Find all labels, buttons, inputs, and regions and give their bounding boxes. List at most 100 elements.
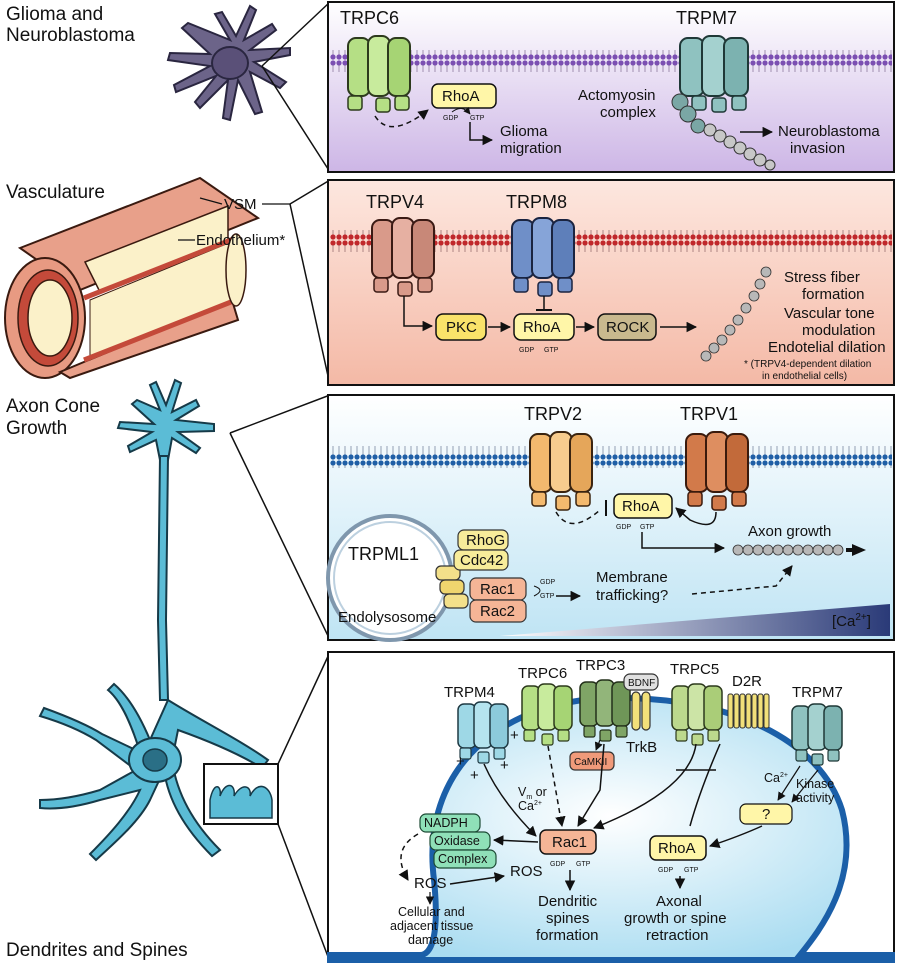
kinase-2: activity	[796, 791, 835, 805]
neuron-illustration	[38, 378, 270, 862]
ros-1: ROS	[414, 875, 447, 892]
vasc-title: Vasculature	[6, 182, 105, 203]
vasc-rhoa: RhoA	[523, 319, 561, 336]
endolysosome-label: Endolysosome	[338, 609, 436, 626]
axon-title-2: Growth	[6, 418, 67, 439]
cdc42-box	[453, 549, 509, 571]
nadph-3: Complex	[438, 852, 488, 866]
d2r-receptor	[727, 693, 770, 729]
vasc-footnote-2: in endothelial cells)	[762, 371, 847, 382]
vm-label: Vm or	[518, 785, 547, 801]
dend-rac1: Rac1	[552, 834, 587, 851]
trpv4-label: TRPV4	[366, 192, 424, 212]
axonal-2: growth or spine	[624, 910, 727, 927]
vasc-outcome-4: modulation	[802, 322, 875, 339]
glioma-gtp: GTP	[470, 115, 485, 122]
axon-title-1: Axon Cone	[6, 396, 100, 417]
glioma-title-1: Glioma and	[6, 4, 103, 25]
dend-rac1-gtp: GTP	[576, 861, 591, 868]
axon-growth-arrowhead	[852, 544, 866, 556]
axon-rac1: Rac1	[480, 581, 515, 598]
endothelium-label: Endothelium*	[196, 232, 285, 249]
calcium-gradient	[500, 604, 890, 636]
vasc-outcome-2: formation	[802, 286, 865, 303]
pkc-label: PKC	[446, 319, 477, 336]
trpv1-channel	[685, 431, 749, 511]
plus-4: +	[510, 727, 519, 744]
dend-rhoa: RhoA	[658, 840, 696, 857]
dend-rhoa-box	[649, 835, 707, 861]
bdnf-label: BDNF	[628, 678, 655, 689]
vasc-outcome-5: Endotelial dilation	[768, 339, 886, 356]
trkb-receptor	[631, 691, 641, 731]
axon-gdp: GDP	[616, 524, 632, 531]
spine-membrane	[327, 694, 895, 963]
plus-1: +	[456, 753, 465, 770]
nadph-box-3	[433, 849, 497, 869]
spines-3: formation	[536, 927, 599, 944]
trpm7-channel	[679, 35, 749, 113]
trpm4-label: TRPM4	[444, 684, 495, 701]
membrane-trafficking-2: trafficking?	[596, 587, 668, 604]
dendrites-title: Dendrites and Spines	[6, 940, 188, 961]
dend-trpm7-label: TRPM7	[792, 684, 843, 701]
trpc6-label: TRPC6	[340, 8, 399, 28]
neuroblastoma-2: invasion	[790, 140, 845, 157]
dend-rhoa-gdp: GDP	[658, 867, 674, 874]
axonal-3: retraction	[646, 927, 709, 944]
axon-growth-label: Axon growth	[748, 523, 831, 540]
axon-rhoa: RhoA	[622, 498, 660, 515]
trpml1-channel	[435, 565, 469, 609]
glioma-membrane	[330, 50, 892, 72]
trpc6-to-rhoa-arrow	[374, 109, 429, 128]
trpc5-label: TRPC5	[670, 661, 719, 678]
trpc3-label: TRPC3	[576, 657, 625, 674]
glioma-migration-2: migration	[500, 140, 562, 157]
dend-trpm7-channel	[791, 703, 843, 766]
camkii-label: CaMKII	[574, 757, 607, 768]
trpm7-label: TRPM7	[676, 8, 737, 28]
axon-gtp: GTP	[640, 524, 655, 531]
glioma-title-2: Neuroblastoma	[6, 25, 135, 46]
nadph-2: Oxidase	[434, 834, 480, 848]
dend-rhoa-gtp: GTP	[684, 867, 699, 874]
glioma-zoom-line-2	[261, 65, 331, 173]
rock-label: ROCK	[606, 319, 649, 336]
vasc-rhoa-box	[513, 313, 575, 341]
damage-3: damage	[408, 933, 453, 947]
unknown-label: ?	[762, 806, 770, 823]
unknown-box	[739, 803, 793, 825]
membrane-trafficking-1: Membrane	[596, 569, 668, 586]
dend-ca-label: Ca2+	[764, 771, 788, 785]
glioma-panel	[327, 1, 895, 173]
vasc-outcome-1: Stress fiber	[784, 269, 860, 286]
vasc-outcome-3: Vascular tone	[784, 305, 875, 322]
trkb-label: TrkB	[626, 739, 657, 756]
axon-rhoa-box	[613, 493, 673, 519]
axon-rac2: Rac2	[480, 603, 515, 620]
actomyosin-1: Actomyosin	[578, 87, 656, 104]
bdnf-box	[623, 673, 659, 691]
axon-zoom-line-1	[229, 394, 331, 434]
trpv1-label: TRPV1	[680, 404, 738, 424]
rock-box	[597, 313, 657, 341]
trpm4-channel	[457, 701, 509, 764]
axon-rac-gdp: GDP	[540, 579, 556, 586]
cdc42-label: Cdc42	[460, 552, 503, 569]
axon-rac-gtp: GTP	[540, 593, 555, 600]
damage-2: adjacent tissue	[390, 919, 473, 933]
plus-2: +	[470, 767, 479, 784]
trpc6-channel	[347, 35, 411, 113]
neuroblastoma-1: Neuroblastoma	[778, 123, 880, 140]
trpc5-channel	[671, 683, 723, 746]
spines-1: Dendritic	[538, 893, 598, 910]
trpv2-channel	[529, 431, 593, 511]
damage-1: Cellular and	[398, 905, 465, 919]
glioma-gdp: GDP	[443, 115, 459, 122]
actomyosin-chain	[671, 93, 776, 171]
kinase-1: Kinase	[796, 777, 834, 791]
nadph-1: NADPH	[424, 816, 468, 830]
trpm8-channel	[511, 217, 575, 297]
plus-3: +	[500, 757, 509, 774]
